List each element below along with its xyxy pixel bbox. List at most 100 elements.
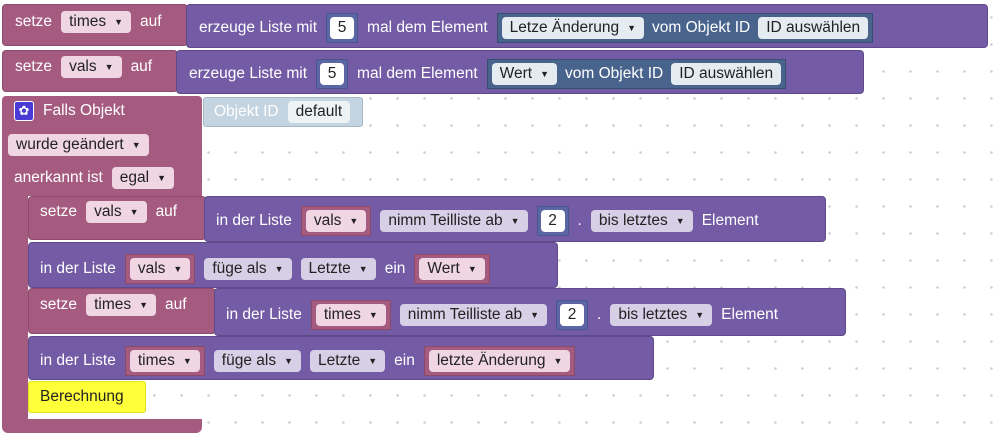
index-number[interactable]: 2 — [560, 304, 585, 326]
variable-dropdown-vals[interactable]: vals▼ — [86, 201, 147, 223]
trigger-body-left-arm — [2, 195, 28, 421]
operation-dropdown-sublist[interactable]: nimm Teilliste ab▼ — [399, 304, 548, 326]
trigger-footer — [2, 419, 202, 433]
end-dropdown-last[interactable]: bis letztes▼ — [610, 304, 713, 326]
index-slot[interactable]: 2 — [556, 300, 589, 330]
ack-row: anerkannt ist egal▼ — [14, 167, 174, 189]
insert-mode-dropdown[interactable]: füge als▼ — [213, 350, 302, 372]
position-dropdown-last[interactable]: Letzte▼ — [310, 350, 386, 372]
of-object-label: vom Objekt ID — [652, 19, 751, 36]
trigger-title: Falls Objekt — [43, 102, 125, 119]
chevron-down-icon: ▼ — [274, 264, 284, 274]
sublist-row: in der Liste vals▼ nimm Teilliste ab▼ 2 … — [216, 206, 759, 236]
chevron-down-icon: ▼ — [157, 173, 166, 183]
element-label: Element — [721, 306, 779, 323]
value-var-slot[interactable]: letzte Änderung▼ — [423, 346, 576, 376]
function-label: Berechnung — [40, 388, 124, 405]
insert-mode-dropdown[interactable]: füge als▼ — [204, 258, 292, 280]
list-var-slot[interactable]: times▼ — [310, 300, 391, 330]
list-variable-dropdown-times[interactable]: times▼ — [315, 304, 386, 326]
object-id-row: Objekt ID default — [214, 101, 351, 123]
list-variable-dropdown-vals[interactable]: vals▼ — [129, 258, 191, 280]
in-list-label: in der Liste — [40, 260, 116, 277]
ack-dropdown-egal[interactable]: egal▼ — [111, 167, 174, 189]
object-value-block[interactable]: Wert▼ vom Objekt ID ID auswählen — [486, 59, 787, 89]
of-object-label: vom Objekt ID — [565, 65, 664, 82]
condition-dropdown-changed[interactable]: wurde geändert▼ — [8, 134, 149, 156]
ein-label: ein — [384, 260, 406, 277]
value-variable-dropdown-wert[interactable]: Wert▼ — [419, 258, 485, 280]
variable-dropdown-times[interactable]: times▼ — [86, 294, 157, 316]
count-slot[interactable]: 5 — [326, 13, 359, 43]
insert-vals-row: in der Liste vals▼ füge als▼ Letzte▼ ein… — [40, 254, 490, 284]
chevron-down-icon: ▼ — [695, 310, 705, 320]
list-variable-dropdown-times[interactable]: times▼ — [129, 350, 200, 372]
create-list-row: erzeuge Liste mit 5 mal dem Element Letz… — [199, 13, 874, 43]
chevron-down-icon: ▼ — [173, 264, 183, 274]
chevron-down-icon: ▼ — [510, 216, 520, 226]
variable-dropdown-vals[interactable]: vals▼ — [61, 56, 122, 78]
object-id-label: Objekt ID — [214, 103, 279, 120]
set-vals-sublist-row: setze vals▼ auf — [40, 201, 177, 223]
list-variable-dropdown-vals[interactable]: vals▼ — [305, 210, 367, 232]
value-variable-dropdown-letzte-aenderung[interactable]: letzte Änderung▼ — [428, 350, 571, 372]
select-id-button[interactable]: ID auswählen — [758, 17, 869, 39]
chevron-down-icon: ▼ — [553, 356, 563, 366]
variable-dropdown-times[interactable]: times▼ — [61, 11, 132, 33]
chevron-down-icon: ▼ — [182, 356, 192, 366]
auf-label: auf — [130, 58, 153, 75]
list-var-slot[interactable]: vals▼ — [300, 206, 372, 236]
in-list-label: in der Liste — [216, 212, 292, 229]
operation-dropdown-sublist[interactable]: nimm Teilliste ab▼ — [380, 210, 528, 232]
chevron-down-icon: ▼ — [104, 62, 114, 72]
chevron-down-icon: ▼ — [368, 310, 378, 320]
ack-label: anerkannt ist — [14, 169, 103, 186]
chevron-down-icon: ▼ — [540, 69, 550, 79]
object-id-value[interactable]: default — [287, 101, 351, 123]
function-call-berechnung[interactable] — [28, 381, 146, 413]
create-list-label: erzeuge Liste mit — [199, 19, 318, 36]
position-dropdown-last[interactable]: Letzte▼ — [300, 258, 376, 280]
ein-label: ein — [394, 352, 415, 369]
set-times-row: setze times▼ auf — [15, 11, 162, 33]
element-label: Element — [701, 212, 759, 229]
chevron-down-icon: ▼ — [368, 356, 378, 366]
count-number[interactable]: 5 — [330, 17, 355, 39]
chevron-down-icon: ▼ — [284, 356, 294, 366]
list-var-slot[interactable]: times▼ — [124, 346, 205, 376]
chevron-down-icon: ▼ — [530, 310, 540, 320]
chevron-down-icon: ▼ — [467, 264, 477, 274]
auf-label: auf — [165, 296, 187, 313]
times-elem-label: mal dem Element — [357, 65, 478, 82]
select-id-button[interactable]: ID auswählen — [671, 63, 782, 85]
set-times-sublist-row: setze times▼ auf — [40, 294, 187, 316]
set-label: setze — [15, 13, 53, 30]
end-dropdown-last[interactable]: bis letztes▼ — [590, 210, 693, 232]
index-slot[interactable]: 2 — [536, 206, 569, 236]
chevron-down-icon: ▼ — [114, 17, 124, 27]
auf-label: auf — [140, 13, 162, 30]
gear-icon[interactable]: ✿ — [14, 101, 34, 121]
set-label: setze — [40, 296, 78, 313]
count-slot[interactable]: 5 — [316, 59, 349, 89]
separator-dot: . — [597, 306, 602, 323]
list-var-slot[interactable]: vals▼ — [124, 254, 196, 284]
field-dropdown-wert[interactable]: Wert▼ — [491, 63, 558, 85]
chevron-down-icon: ▼ — [675, 216, 685, 226]
insert-times-row: in der Liste times▼ füge als▼ Letzte▼ ei… — [40, 346, 576, 376]
set-vals-row: setze vals▼ auf — [15, 56, 152, 78]
auf-label: auf — [155, 203, 178, 220]
value-var-slot[interactable]: Wert▼ — [414, 254, 490, 284]
chevron-down-icon: ▼ — [358, 264, 368, 274]
changed-row: wurde geändert▼ — [8, 134, 149, 156]
set-label: setze — [40, 203, 78, 220]
chevron-down-icon: ▼ — [129, 207, 139, 217]
set-label: setze — [15, 58, 53, 75]
in-list-label: in der Liste — [226, 306, 302, 323]
field-dropdown-letze-aenderung[interactable]: Letze Änderung▼ — [501, 17, 645, 39]
object-value-block[interactable]: Letze Änderung▼ vom Objekt ID ID auswähl… — [496, 13, 874, 43]
separator-dot: . — [577, 212, 582, 229]
index-number[interactable]: 2 — [540, 210, 565, 232]
create-list-label: erzeuge Liste mit — [189, 65, 308, 82]
count-number[interactable]: 5 — [320, 63, 345, 85]
